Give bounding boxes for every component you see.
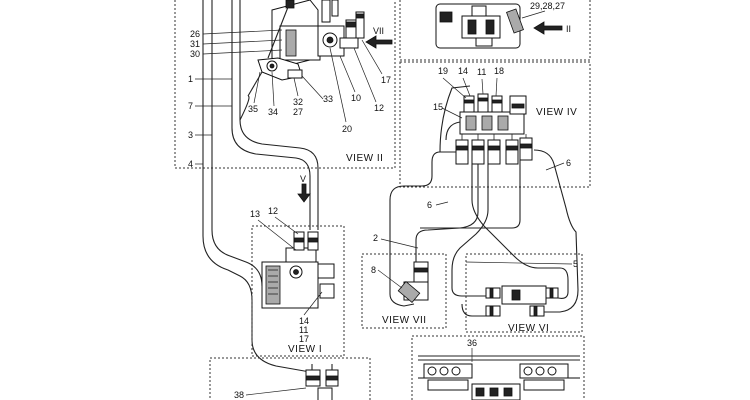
- callout-4: 4: [188, 159, 193, 169]
- callout-36: 36: [467, 338, 477, 348]
- callout-38: 38: [234, 390, 244, 400]
- callout-35: 35: [248, 104, 258, 114]
- callout-31: 31: [190, 39, 200, 49]
- top-right-detail-frame: [399, 0, 591, 61]
- arrow-v-label: V: [300, 174, 306, 184]
- callout-12-ii: 12: [374, 103, 384, 113]
- callout-5: 5: [573, 259, 578, 269]
- callout-17-i: 17: [299, 334, 309, 344]
- callout-3: 3: [188, 130, 193, 140]
- callout-11-i: 11: [299, 325, 308, 335]
- callout-14-i: 14: [299, 316, 309, 326]
- valve-block-view-iv: [455, 93, 533, 165]
- callout-15: 15: [433, 102, 443, 112]
- fitting-view-vii: [397, 261, 429, 303]
- callout-7: 7: [188, 101, 193, 111]
- view-ii-frame: [174, 0, 396, 169]
- callout-6-right: 6: [566, 158, 571, 168]
- callout-34: 34: [268, 107, 278, 117]
- callout-1: 1: [188, 74, 193, 84]
- arrow-vii: VII: [365, 26, 393, 49]
- valve-detail-top-right: [435, 3, 524, 49]
- callout-8: 8: [371, 265, 376, 275]
- callout-17-ii: 17: [381, 75, 391, 85]
- fitting-bottom-left: [305, 364, 339, 400]
- callout-32: 32: [293, 97, 303, 107]
- hose-routing-right: [389, 85, 579, 317]
- view-ii-title: VIEW II: [346, 153, 383, 164]
- arrow-v: V: [297, 174, 311, 203]
- valve-view-vi: [485, 285, 559, 317]
- callout-33: 33: [323, 94, 333, 104]
- bottom-left-detail-frame: [209, 357, 371, 400]
- callout-20: 20: [342, 124, 352, 134]
- callout-13: 13: [250, 209, 260, 219]
- callout-12-i: 12: [268, 206, 278, 216]
- callout-26: 26: [190, 29, 200, 39]
- callout-30: 30: [190, 49, 200, 59]
- view-iv-title: VIEW IV: [536, 107, 577, 118]
- view-vi-title: VIEW VI: [508, 323, 549, 334]
- arrow-ii-label: II: [566, 24, 571, 34]
- callout-27: 27: [293, 107, 303, 117]
- arrow-vii-label: VII: [373, 26, 384, 36]
- callout-14-iv: 14: [458, 66, 468, 76]
- pump-assembly-view-i: [261, 231, 335, 309]
- view-vii-frame: [361, 253, 447, 329]
- bottom-right-detail-frame: [411, 335, 585, 400]
- pump-assembly-view-ii: [247, 0, 365, 97]
- callout-11-iv: 11: [477, 67, 486, 77]
- callout-29-28-27: 29,28,27: [530, 1, 565, 11]
- arrow-ii: II: [533, 21, 571, 35]
- view-i-frame: [251, 225, 345, 357]
- callout-6-left: 6: [427, 200, 432, 210]
- callout-18: 18: [494, 66, 504, 76]
- view-vii-title: VIEW VII: [382, 315, 427, 326]
- callout-19: 19: [438, 66, 448, 76]
- manifold-bottom-right: [418, 355, 580, 400]
- callout-2: 2: [373, 233, 378, 243]
- view-i-title: VIEW I: [288, 344, 322, 355]
- view-vi-frame: [465, 253, 583, 333]
- callout-10: 10: [351, 93, 361, 103]
- view-iv-frame: [399, 61, 591, 188]
